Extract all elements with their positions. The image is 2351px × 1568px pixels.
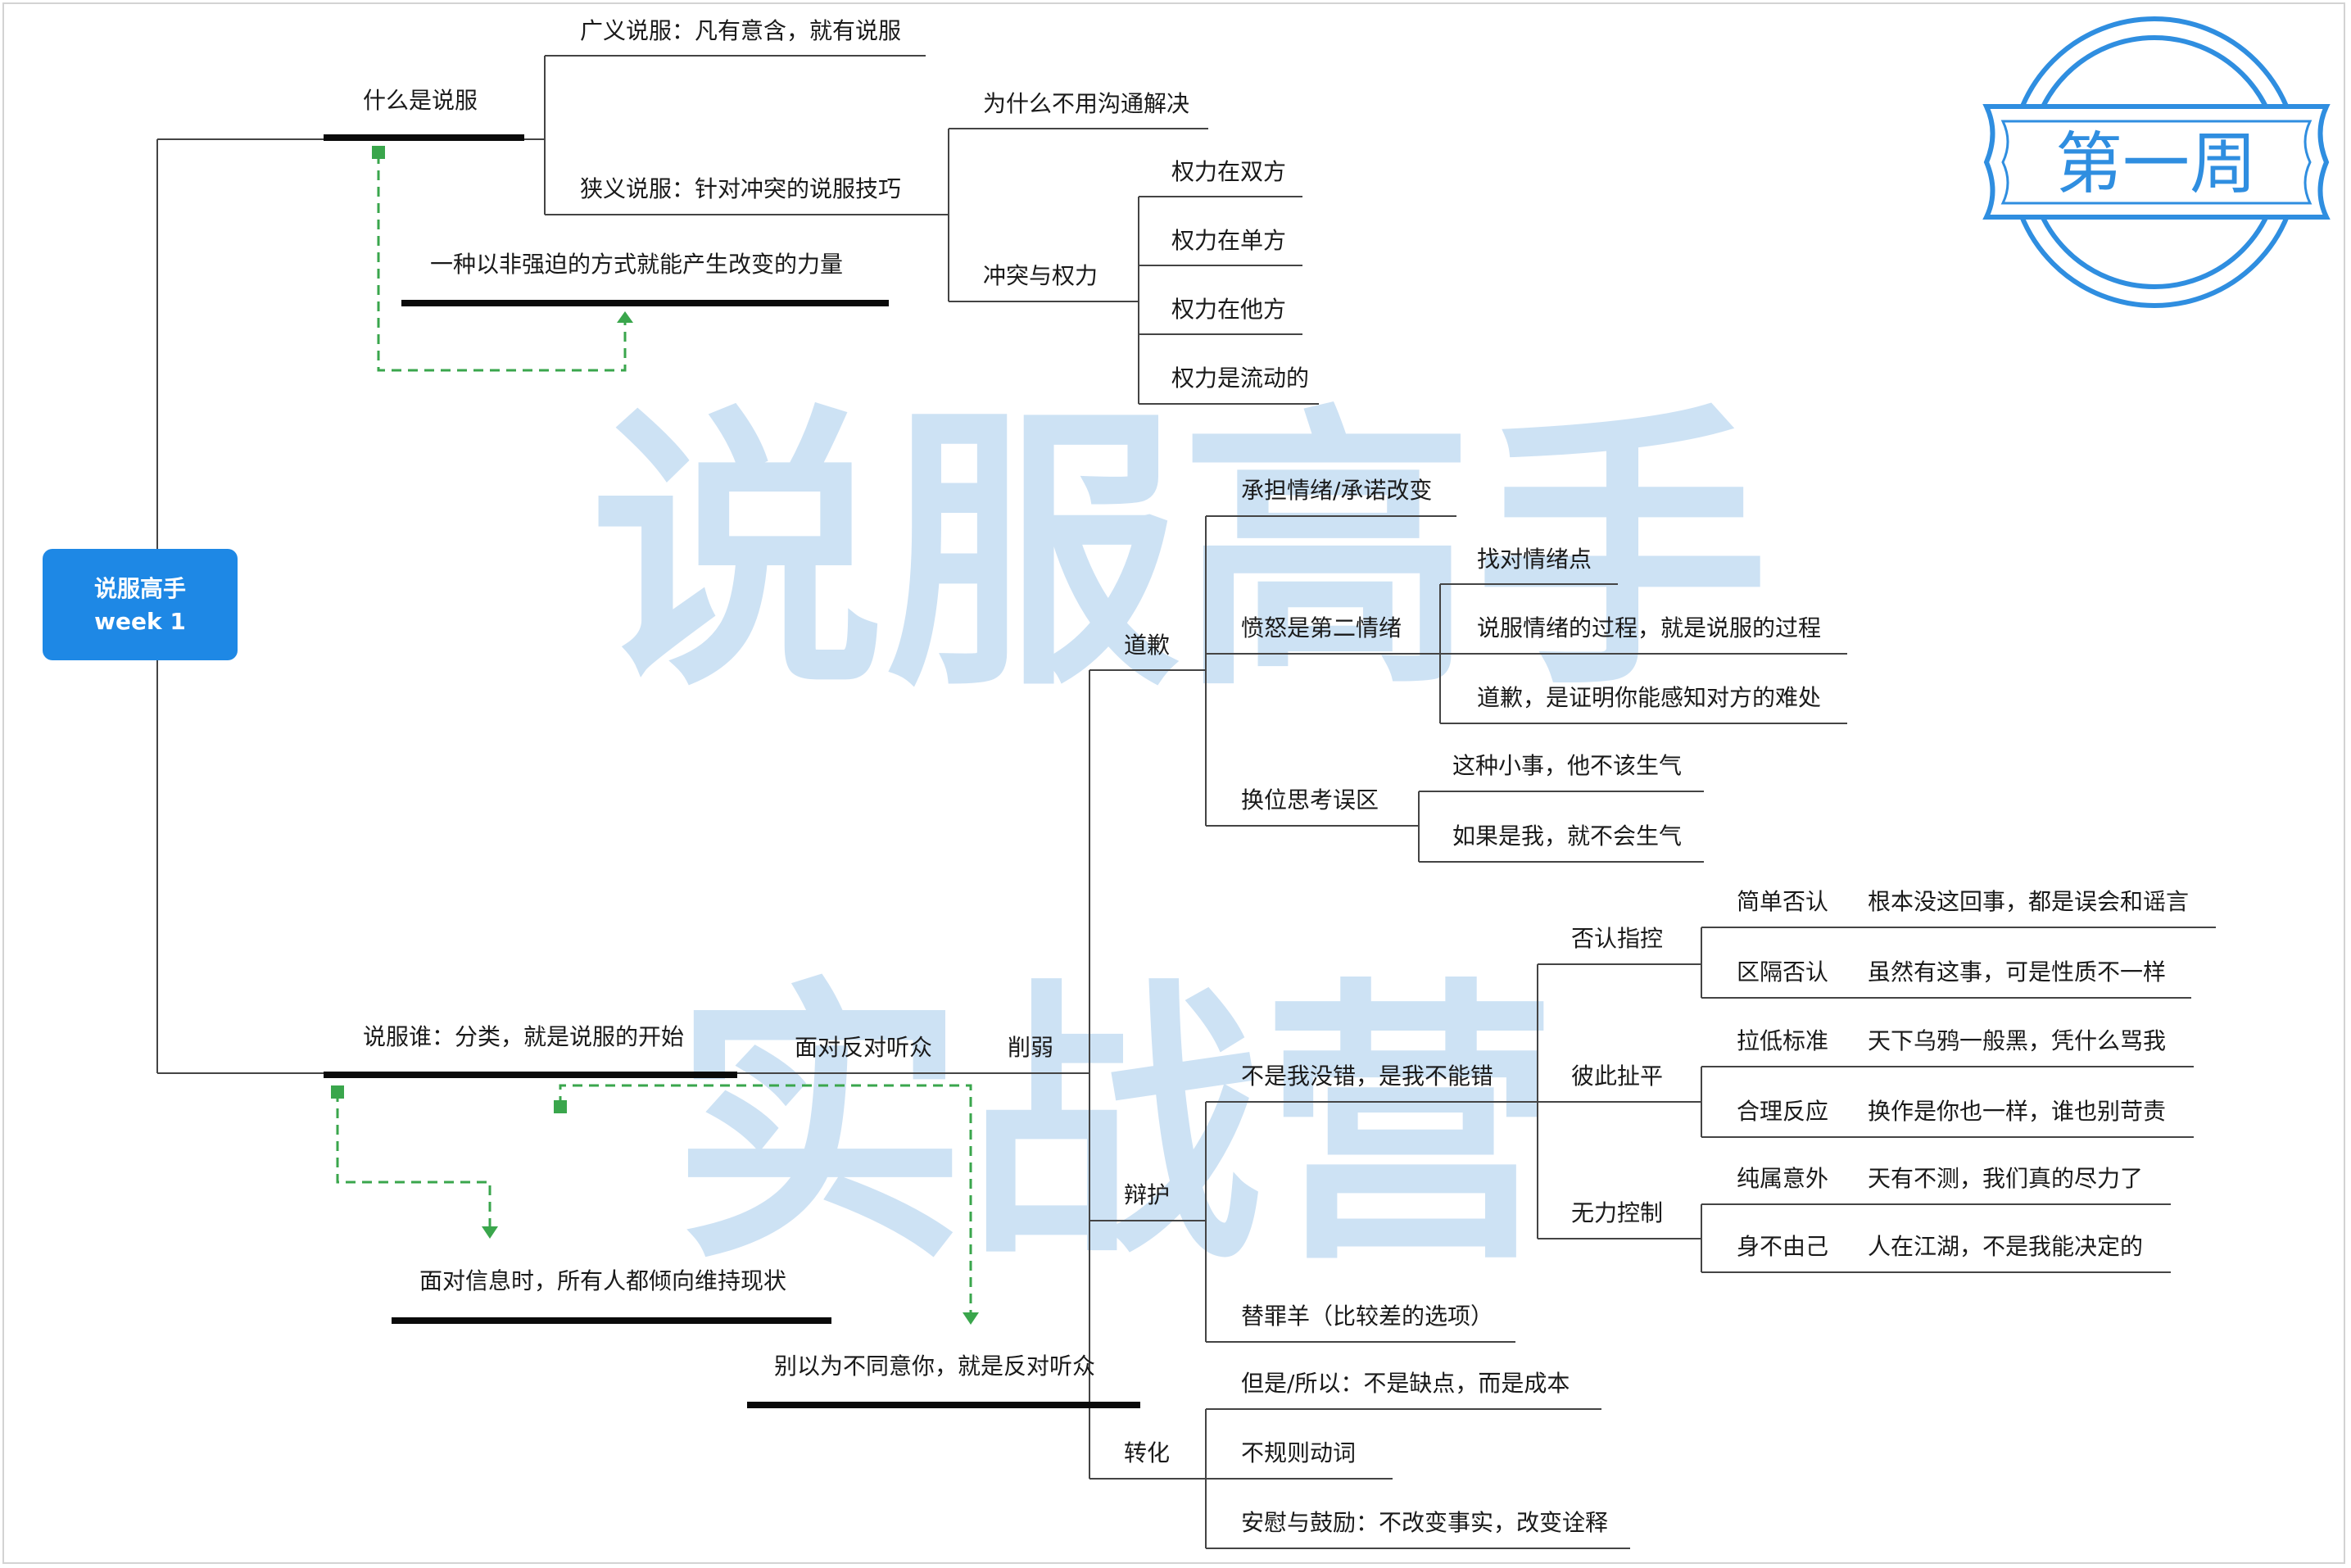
relation-connectors <box>336 154 972 1315</box>
node-deny[interactable]: 否认指控 <box>1571 925 1663 952</box>
watermark-line-2: 实战营 <box>672 952 1556 1298</box>
stamp-banner-inner <box>2000 120 2312 205</box>
node-who[interactable]: 说服谁：分类，就是说服的开始 <box>363 1023 684 1050</box>
node-power-other[interactable]: 权力在他方 <box>1171 296 1286 323</box>
relation-what-force <box>377 154 627 372</box>
relation-start-marker <box>372 146 385 159</box>
node-simple-deny-ex[interactable]: 根本没这回事，都是误会和谣言 <box>1868 888 2189 915</box>
node-lower-std-ex[interactable]: 天下乌鸦一般黑，凭什么骂我 <box>1868 1027 2166 1054</box>
node-face-opp[interactable]: 面对反对听众 <box>795 1034 932 1061</box>
root-node[interactable]: 说服高手 week 1 <box>43 549 238 660</box>
node-persuade-emotion[interactable]: 说服情绪的过程，就是说服的过程 <box>1477 614 1821 641</box>
node-not-opp[interactable]: 别以为不同意你，就是反对听众 <box>774 1353 1095 1380</box>
relation-arrowhead <box>963 1312 979 1325</box>
watermark-line-1: 说服高手 <box>590 378 1769 725</box>
node-accident[interactable]: 纯属意外 <box>1737 1165 1828 1192</box>
node-lower-std[interactable]: 拉低标准 <box>1737 1027 1828 1054</box>
relation-markers <box>331 146 979 1325</box>
node-conflict-power[interactable]: 冲突与权力 <box>983 262 1098 289</box>
node-but-so[interactable]: 但是/所以：不是缺点，而是成本 <box>1241 1370 1570 1397</box>
node-reasonable[interactable]: 合理反应 <box>1737 1098 1828 1125</box>
week-stamp: 第一周 <box>1982 16 2331 308</box>
relation-arrowhead <box>617 311 633 323</box>
node-defend[interactable]: 辩护 <box>1124 1181 1170 1208</box>
relation-arrowhead <box>482 1226 498 1239</box>
node-accident-ex[interactable]: 天有不测，我们真的尽力了 <box>1868 1165 2143 1192</box>
relation-start-marker <box>331 1085 344 1099</box>
branch-lines <box>156 55 2216 1549</box>
relation-who-notopp <box>559 1084 972 1315</box>
relation-start-marker <box>554 1100 567 1113</box>
node-power-one[interactable]: 权力在单方 <box>1171 227 1286 254</box>
node-power-flow[interactable]: 权力是流动的 <box>1171 365 1309 392</box>
node-helpless-ex[interactable]: 人在江湖，不是我能决定的 <box>1868 1233 2143 1260</box>
node-equal[interactable]: 彼此扯平 <box>1571 1063 1663 1090</box>
node-if-me[interactable]: 如果是我，就不会生气 <box>1452 823 1682 850</box>
node-irregular[interactable]: 不规则动词 <box>1241 1439 1356 1466</box>
node-weaken[interactable]: 削弱 <box>1008 1034 1053 1061</box>
watermark: 说服高手 实战营 <box>590 378 1769 1298</box>
node-what[interactable]: 什么是说服 <box>363 87 478 114</box>
node-labels: 什么是说服 广义说服：凡有意含，就有说服 狭义说服：针对冲突的说服技巧 为什么不… <box>363 17 2189 1536</box>
node-find-point[interactable]: 找对情绪点 <box>1477 546 1592 573</box>
root-line-2: week 1 <box>94 608 186 635</box>
relation-who-status <box>336 1092 491 1226</box>
stamp-label: 第一周 <box>2055 125 2257 203</box>
node-simple-deny[interactable]: 简单否认 <box>1737 888 1828 915</box>
node-broad[interactable]: 广义说服：凡有意含，就有说服 <box>580 17 901 44</box>
node-apology-proof[interactable]: 道歉，是证明你能感知对方的难处 <box>1477 684 1821 711</box>
node-small-thing[interactable]: 这种小事，他不该生气 <box>1452 752 1682 779</box>
node-apology[interactable]: 道歉 <box>1124 632 1170 659</box>
root-node-box[interactable] <box>43 549 238 660</box>
node-helpless[interactable]: 身不由己 <box>1737 1233 1828 1260</box>
node-comfort[interactable]: 安慰与鼓励：不改变事实，改变诠释 <box>1241 1509 1608 1536</box>
node-scapegoat[interactable]: 替罪羊（比较差的选项） <box>1241 1303 1493 1330</box>
node-no-control[interactable]: 无力控制 <box>1571 1199 1663 1226</box>
node-why-not[interactable]: 为什么不用沟通解决 <box>983 90 1189 117</box>
root-line-1: 说服高手 <box>94 575 186 602</box>
node-reasonable-ex[interactable]: 换作是你也一样，谁也别苛责 <box>1868 1098 2166 1125</box>
node-transform[interactable]: 转化 <box>1124 1439 1170 1466</box>
node-not-wrong[interactable]: 不是我没错，是我不能错 <box>1241 1063 1493 1090</box>
node-undertake[interactable]: 承担情绪/承诺改变 <box>1241 477 1432 504</box>
node-force[interactable]: 一种以非强迫的方式就能产生改变的力量 <box>430 251 843 278</box>
stamp-banner <box>1982 104 2331 220</box>
node-partition-deny[interactable]: 区隔否认 <box>1737 958 1828 986</box>
thick-underlines <box>324 134 1140 1408</box>
node-perspective[interactable]: 换位思考误区 <box>1241 786 1379 813</box>
node-status-quo[interactable]: 面对信息时，所有人都倾向维持现状 <box>419 1267 786 1294</box>
node-power-both[interactable]: 权力在双方 <box>1171 158 1286 185</box>
node-anger[interactable]: 愤怒是第二情绪 <box>1241 614 1402 641</box>
node-partition-deny-ex[interactable]: 虽然有这事，可是性质不一样 <box>1868 958 2166 986</box>
what-bracket <box>524 56 546 215</box>
node-narrow[interactable]: 狭义说服：针对冲突的说服技巧 <box>580 175 901 202</box>
